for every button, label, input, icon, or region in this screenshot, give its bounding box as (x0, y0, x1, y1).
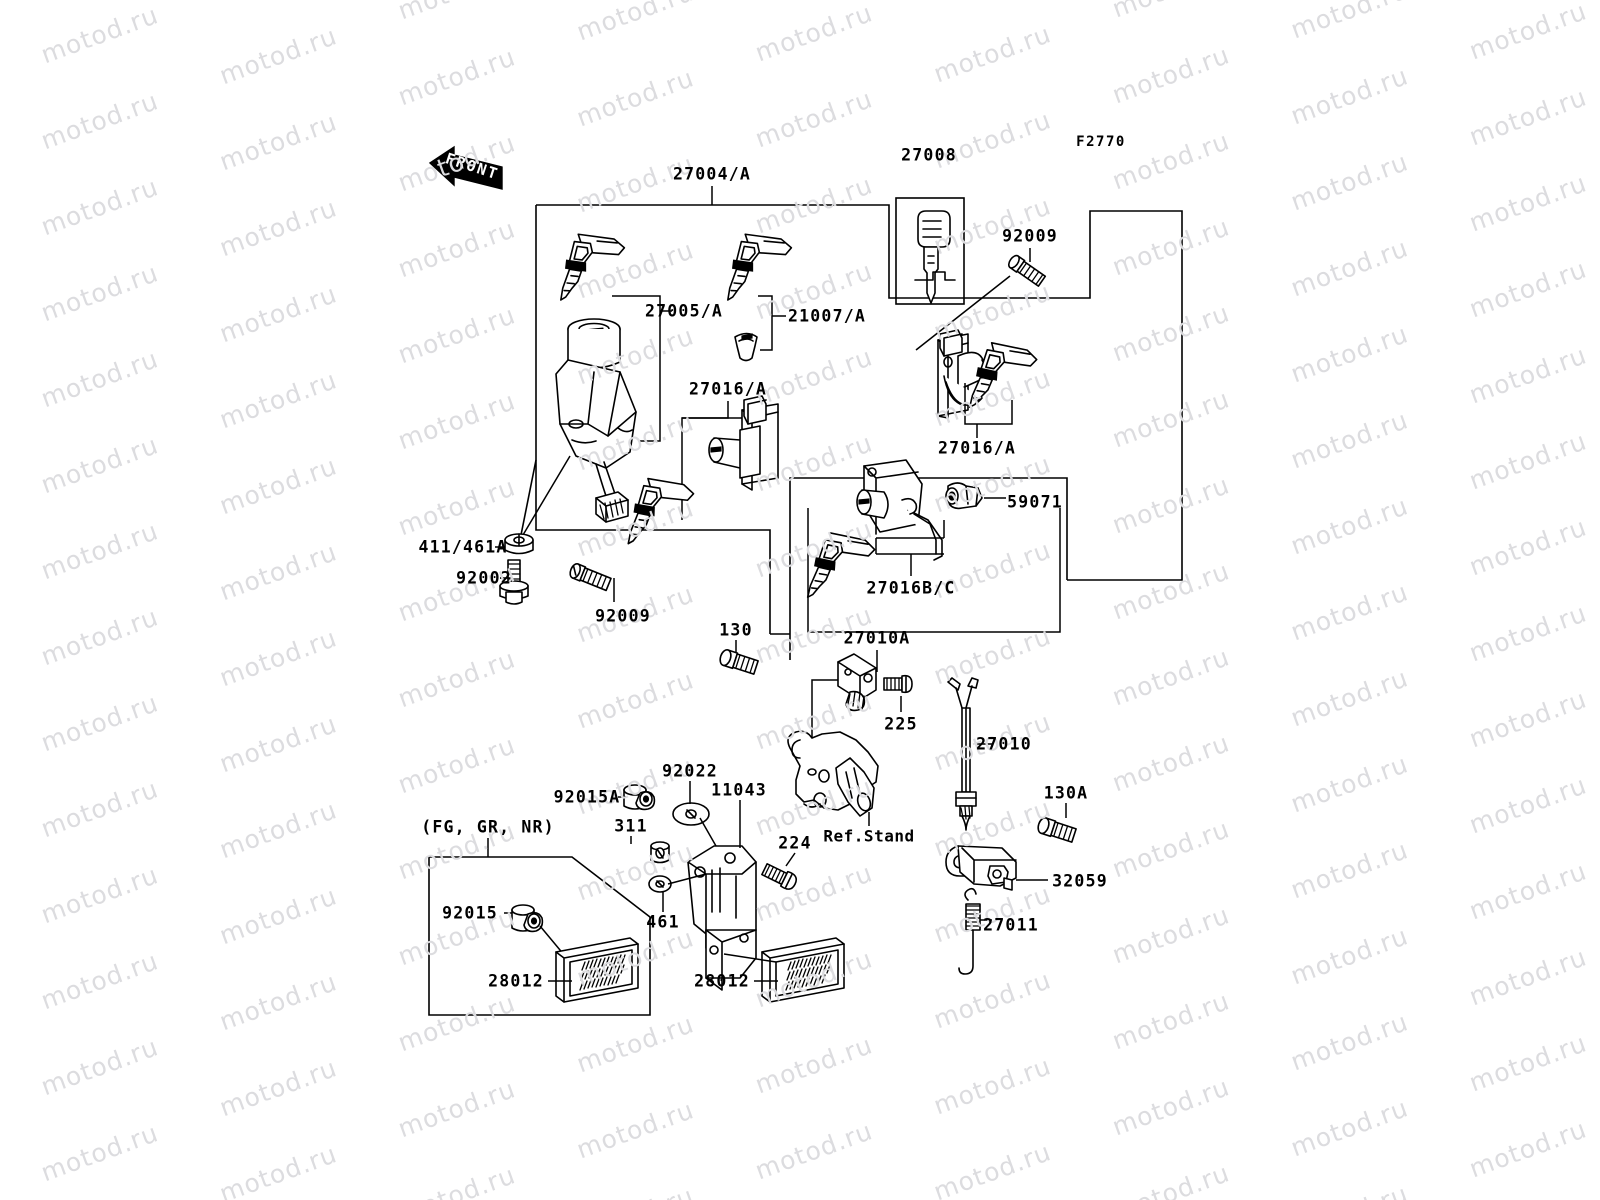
leader-92022-bracket (699, 817, 717, 847)
key-21007a (727, 233, 793, 301)
part-label-screw_92009_left: 92009 (595, 606, 651, 626)
spring-27011 (958, 887, 981, 975)
part-label-reflector_28012_left: 28012 (488, 971, 544, 991)
part-label-nut_92015: 92015 (442, 903, 498, 923)
key-27016a-right (968, 341, 1038, 408)
plug-21007a (734, 332, 758, 362)
bracket-11043 (687, 845, 757, 991)
part-label-ignition_switch_assy: 27004/A (673, 164, 751, 184)
ref-stand-bracket (787, 730, 879, 817)
part-label-bolt_130a: 130A (1043, 783, 1089, 803)
leader-461-bracket (667, 873, 707, 885)
part-label-screw_224: 224 (778, 833, 812, 853)
leader-92009-right-to-lock (915, 275, 1011, 351)
frame-27010a (789, 477, 1068, 660)
figure-code: F2770 (1076, 134, 1126, 150)
part-label-washer_92022: 92022 (662, 761, 718, 781)
screw-224 (761, 862, 798, 890)
front-direction-indicator: FRONT (428, 141, 508, 207)
part-label-bolt_130: 130 (719, 620, 753, 640)
part-label-helmet_lock_right: 27016/A (938, 438, 1016, 458)
frame-27016a-left (535, 460, 790, 635)
washer-461 (648, 875, 672, 893)
part-label-reflector_28012_right: 28012 (694, 971, 750, 991)
screw-92009-right (1008, 254, 1047, 287)
part-label-bolt_225: 225 (884, 714, 918, 734)
leader-27016bc-bracket (875, 520, 945, 576)
frame-fg-gr-nr (428, 838, 651, 1016)
part-label-washer_411_461a: 411/461A (418, 537, 508, 557)
key-blank-27008 (914, 210, 956, 304)
bolt-130 (719, 649, 759, 675)
nut-92015 (511, 904, 544, 933)
part-label-switch_lock_key_set: 27005/A (645, 301, 723, 321)
holder-32059 (945, 845, 1017, 891)
reflector-28012-left (555, 937, 639, 1003)
part-label-bolt_92002: 92002 (456, 568, 512, 588)
frame-27008 (895, 197, 965, 305)
part-label-bracket_11043: 11043 (711, 780, 767, 800)
key-27005a (560, 233, 626, 301)
frame-27004a (519, 204, 1183, 581)
lock-27016bc (856, 459, 943, 561)
part-label-side_stand_switch: 27010 (976, 734, 1032, 754)
bracket-27010a (837, 653, 877, 712)
part-label-lock_cylinder_plug: 59071 (1007, 492, 1063, 512)
part-label-switch_holder_32059: 32059 (1052, 871, 1108, 891)
group-note-fg-gr-nr: (FG, GR, NR) (421, 817, 555, 837)
leader-224 (785, 852, 796, 867)
bolt-130a (1037, 817, 1077, 843)
part-label-screw_92009_right: 92009 (1002, 226, 1058, 246)
bolt-92002 (499, 559, 529, 605)
bolt-225 (883, 674, 913, 694)
part-label-nut_311: 311 (614, 816, 648, 836)
part-label-lock_assy_bc: 27016B/C (866, 578, 956, 598)
leader-ignition-to-washer (519, 455, 571, 541)
screw-92009-left (569, 562, 612, 592)
nut-92015a (623, 784, 656, 811)
part-label-nut_92015a: 92015A (553, 787, 621, 807)
nut-311 (650, 841, 670, 864)
ref-stand-note: Ref.Stand (823, 826, 915, 846)
key-27016a-middle (627, 477, 695, 545)
leader-27016a-right-bracket (964, 383, 1013, 425)
part-label-spring_27011: 27011 (983, 915, 1039, 935)
key-27016bc (806, 531, 876, 598)
leader-27010a-to-stand (811, 679, 838, 760)
plug-59071 (945, 482, 983, 510)
lock-27016a-middle (708, 395, 779, 491)
part-label-key_blank: 27008 (901, 145, 957, 165)
leader-21007a-bracket (758, 295, 773, 351)
leader-27005a-bracket (612, 295, 661, 442)
leader-bracket-to-reflector (723, 953, 777, 963)
reflector-28012-right (761, 937, 845, 1003)
washer-411-461a (504, 533, 534, 555)
ignition-switch-body (555, 318, 637, 523)
part-label-cap_plug: 21007/A (788, 306, 866, 326)
part-label-washer_461: 461 (646, 912, 680, 932)
part-label-seat_lock_left: 27016/A (689, 379, 767, 399)
frame-27016bc (807, 508, 1061, 633)
side-stand-switch-27010 (947, 677, 979, 831)
part-label-switch_bracket_27010a: 27010A (843, 628, 911, 648)
